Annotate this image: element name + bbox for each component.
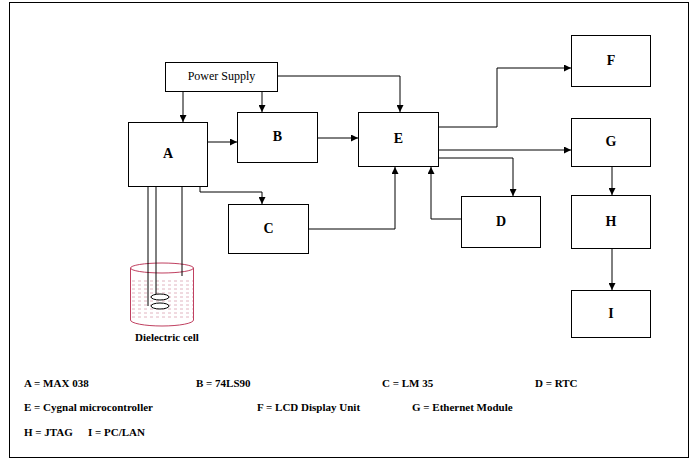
cell-label: Dielectric cell [135, 331, 199, 344]
block-box: I [571, 290, 651, 338]
cell-wall [193, 268, 194, 320]
signal-arrow [262, 92, 263, 112]
cell-wall [130, 268, 131, 320]
block-letter: Power Supply [188, 70, 256, 84]
block-letter: D [496, 214, 506, 230]
signal-arrow [200, 187, 262, 204]
block-box: H [571, 195, 651, 249]
power-supply-box: Power Supply [165, 62, 278, 92]
electrode [151, 294, 169, 300]
signal-arrow [431, 167, 461, 219]
dielectric-cell [131, 187, 194, 326]
signal-arrow [612, 249, 613, 290]
block-letter: F [607, 53, 616, 69]
block-letter: A [163, 146, 173, 162]
block-letter: B [273, 129, 282, 145]
legend-key: C = LM 35 [382, 377, 433, 390]
diagram-frame [10, 3, 689, 458]
cell-rim [131, 263, 194, 273]
block-box: B [237, 112, 318, 163]
electrode-wire [148, 187, 149, 306]
signal-arrow [208, 142, 237, 143]
legend-key: G = Ethernet Module [412, 401, 513, 414]
block-letter: H [606, 214, 617, 230]
block-letter: I [608, 306, 613, 322]
signal-arrow [183, 92, 184, 122]
sensor-wire [182, 187, 183, 276]
block-letter: G [606, 134, 617, 150]
legend-key: I = PC/LAN [88, 426, 145, 439]
electrode [151, 303, 169, 309]
block-box: D [461, 196, 541, 248]
signal-arrow [439, 68, 571, 127]
block-box: G [571, 118, 651, 167]
block-box: E [358, 112, 439, 167]
legend-key: B = 74LS90 [196, 377, 251, 390]
legend-key: F = LCD Display Unit [257, 401, 360, 414]
block-box: F [571, 35, 651, 87]
block-box: C [228, 204, 309, 254]
signal-arrow [278, 76, 400, 112]
signal-arrow [439, 158, 513, 196]
signal-arrow [612, 167, 613, 195]
block-letter: C [263, 221, 273, 237]
cell-base [131, 320, 194, 326]
legend-key: H = JTAG [24, 426, 73, 439]
legend-key: A = MAX 038 [24, 377, 89, 390]
legend-key: E = Cygnal microcontroller [24, 401, 153, 414]
liquid [131, 278, 193, 320]
signal-arrow [439, 150, 571, 151]
block-letter: E [394, 131, 403, 147]
legend-key: D = RTC [535, 377, 578, 390]
block-box: A [128, 122, 208, 187]
electrode-wire [156, 187, 157, 297]
signal-arrow [318, 138, 358, 139]
signal-arrow [309, 167, 395, 229]
